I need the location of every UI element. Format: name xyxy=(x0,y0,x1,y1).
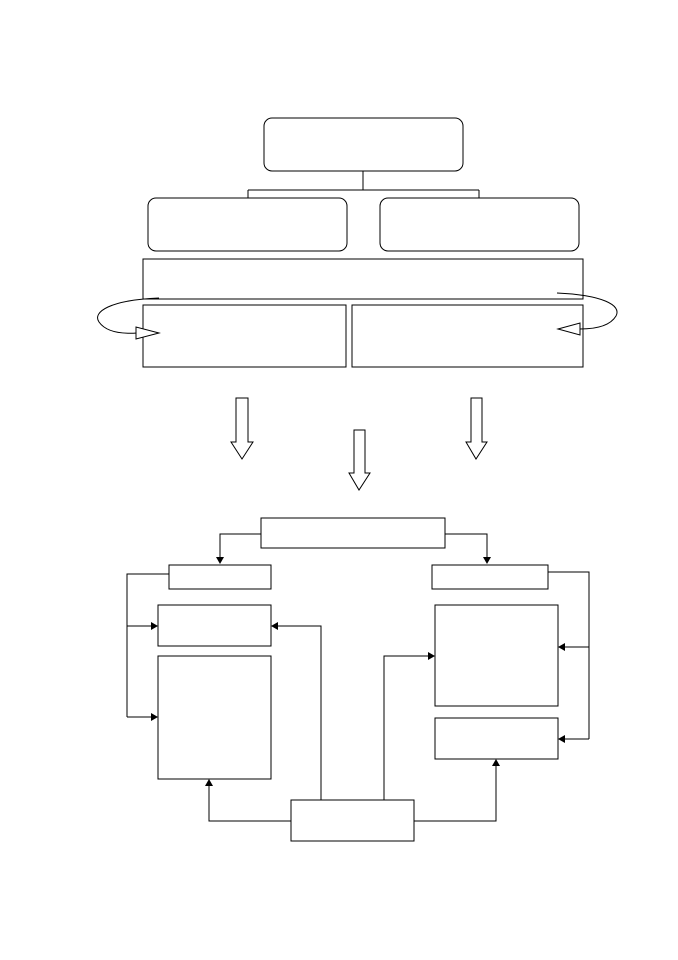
hub-to-right-header-arrowhead xyxy=(483,557,491,564)
right-cycle-arrow xyxy=(556,292,618,330)
right-box xyxy=(379,197,580,252)
right-header-box xyxy=(431,564,549,590)
left-bracket-line xyxy=(126,573,169,718)
top-box xyxy=(263,117,464,172)
hub-to-left-tall-line xyxy=(208,785,291,822)
hub-top-box xyxy=(260,517,446,549)
hub-to-left-small-arrowhead xyxy=(271,622,278,630)
hub-to-right-header-line xyxy=(445,533,488,558)
left-cycle-arrow xyxy=(97,297,160,334)
left-box xyxy=(147,197,348,252)
hub-to-right-tall-arrowhead xyxy=(428,652,435,660)
right-tall-box xyxy=(434,604,559,707)
lower-left-box xyxy=(142,304,347,368)
left-tall-box xyxy=(157,655,272,780)
right-cycle-arrowhead xyxy=(556,322,581,336)
right-bracket-line xyxy=(548,571,590,740)
hub-to-right-small-arrowhead xyxy=(492,759,500,766)
right-down-block-arrow xyxy=(465,397,488,460)
right-bracket-arrowhead-1 xyxy=(558,643,565,651)
hub-to-left-header-arrowhead xyxy=(216,557,224,564)
wide-band xyxy=(142,258,584,300)
right-bracket-arrowhead-2 xyxy=(558,735,565,743)
right-small-box xyxy=(434,717,559,760)
hub-bottom-box xyxy=(290,799,415,842)
hub-to-right-tall-line xyxy=(383,655,429,800)
left-bracket-arrowhead-1 xyxy=(151,622,158,630)
lower-right-box xyxy=(351,304,584,368)
left-small-box xyxy=(157,604,272,647)
hub-to-left-header-line xyxy=(219,533,261,558)
hub-to-right-small-line xyxy=(414,765,497,822)
center-down-block-arrow xyxy=(348,429,371,491)
hub-to-left-tall-arrowhead xyxy=(205,779,213,786)
left-down-block-arrow xyxy=(230,397,254,460)
top-branch-connector xyxy=(247,171,480,198)
left-cycle-arrowhead xyxy=(135,326,161,340)
left-header-box xyxy=(168,564,272,590)
hub-to-left-small-line xyxy=(277,625,322,800)
left-bracket-arrowhead-2 xyxy=(151,713,158,721)
